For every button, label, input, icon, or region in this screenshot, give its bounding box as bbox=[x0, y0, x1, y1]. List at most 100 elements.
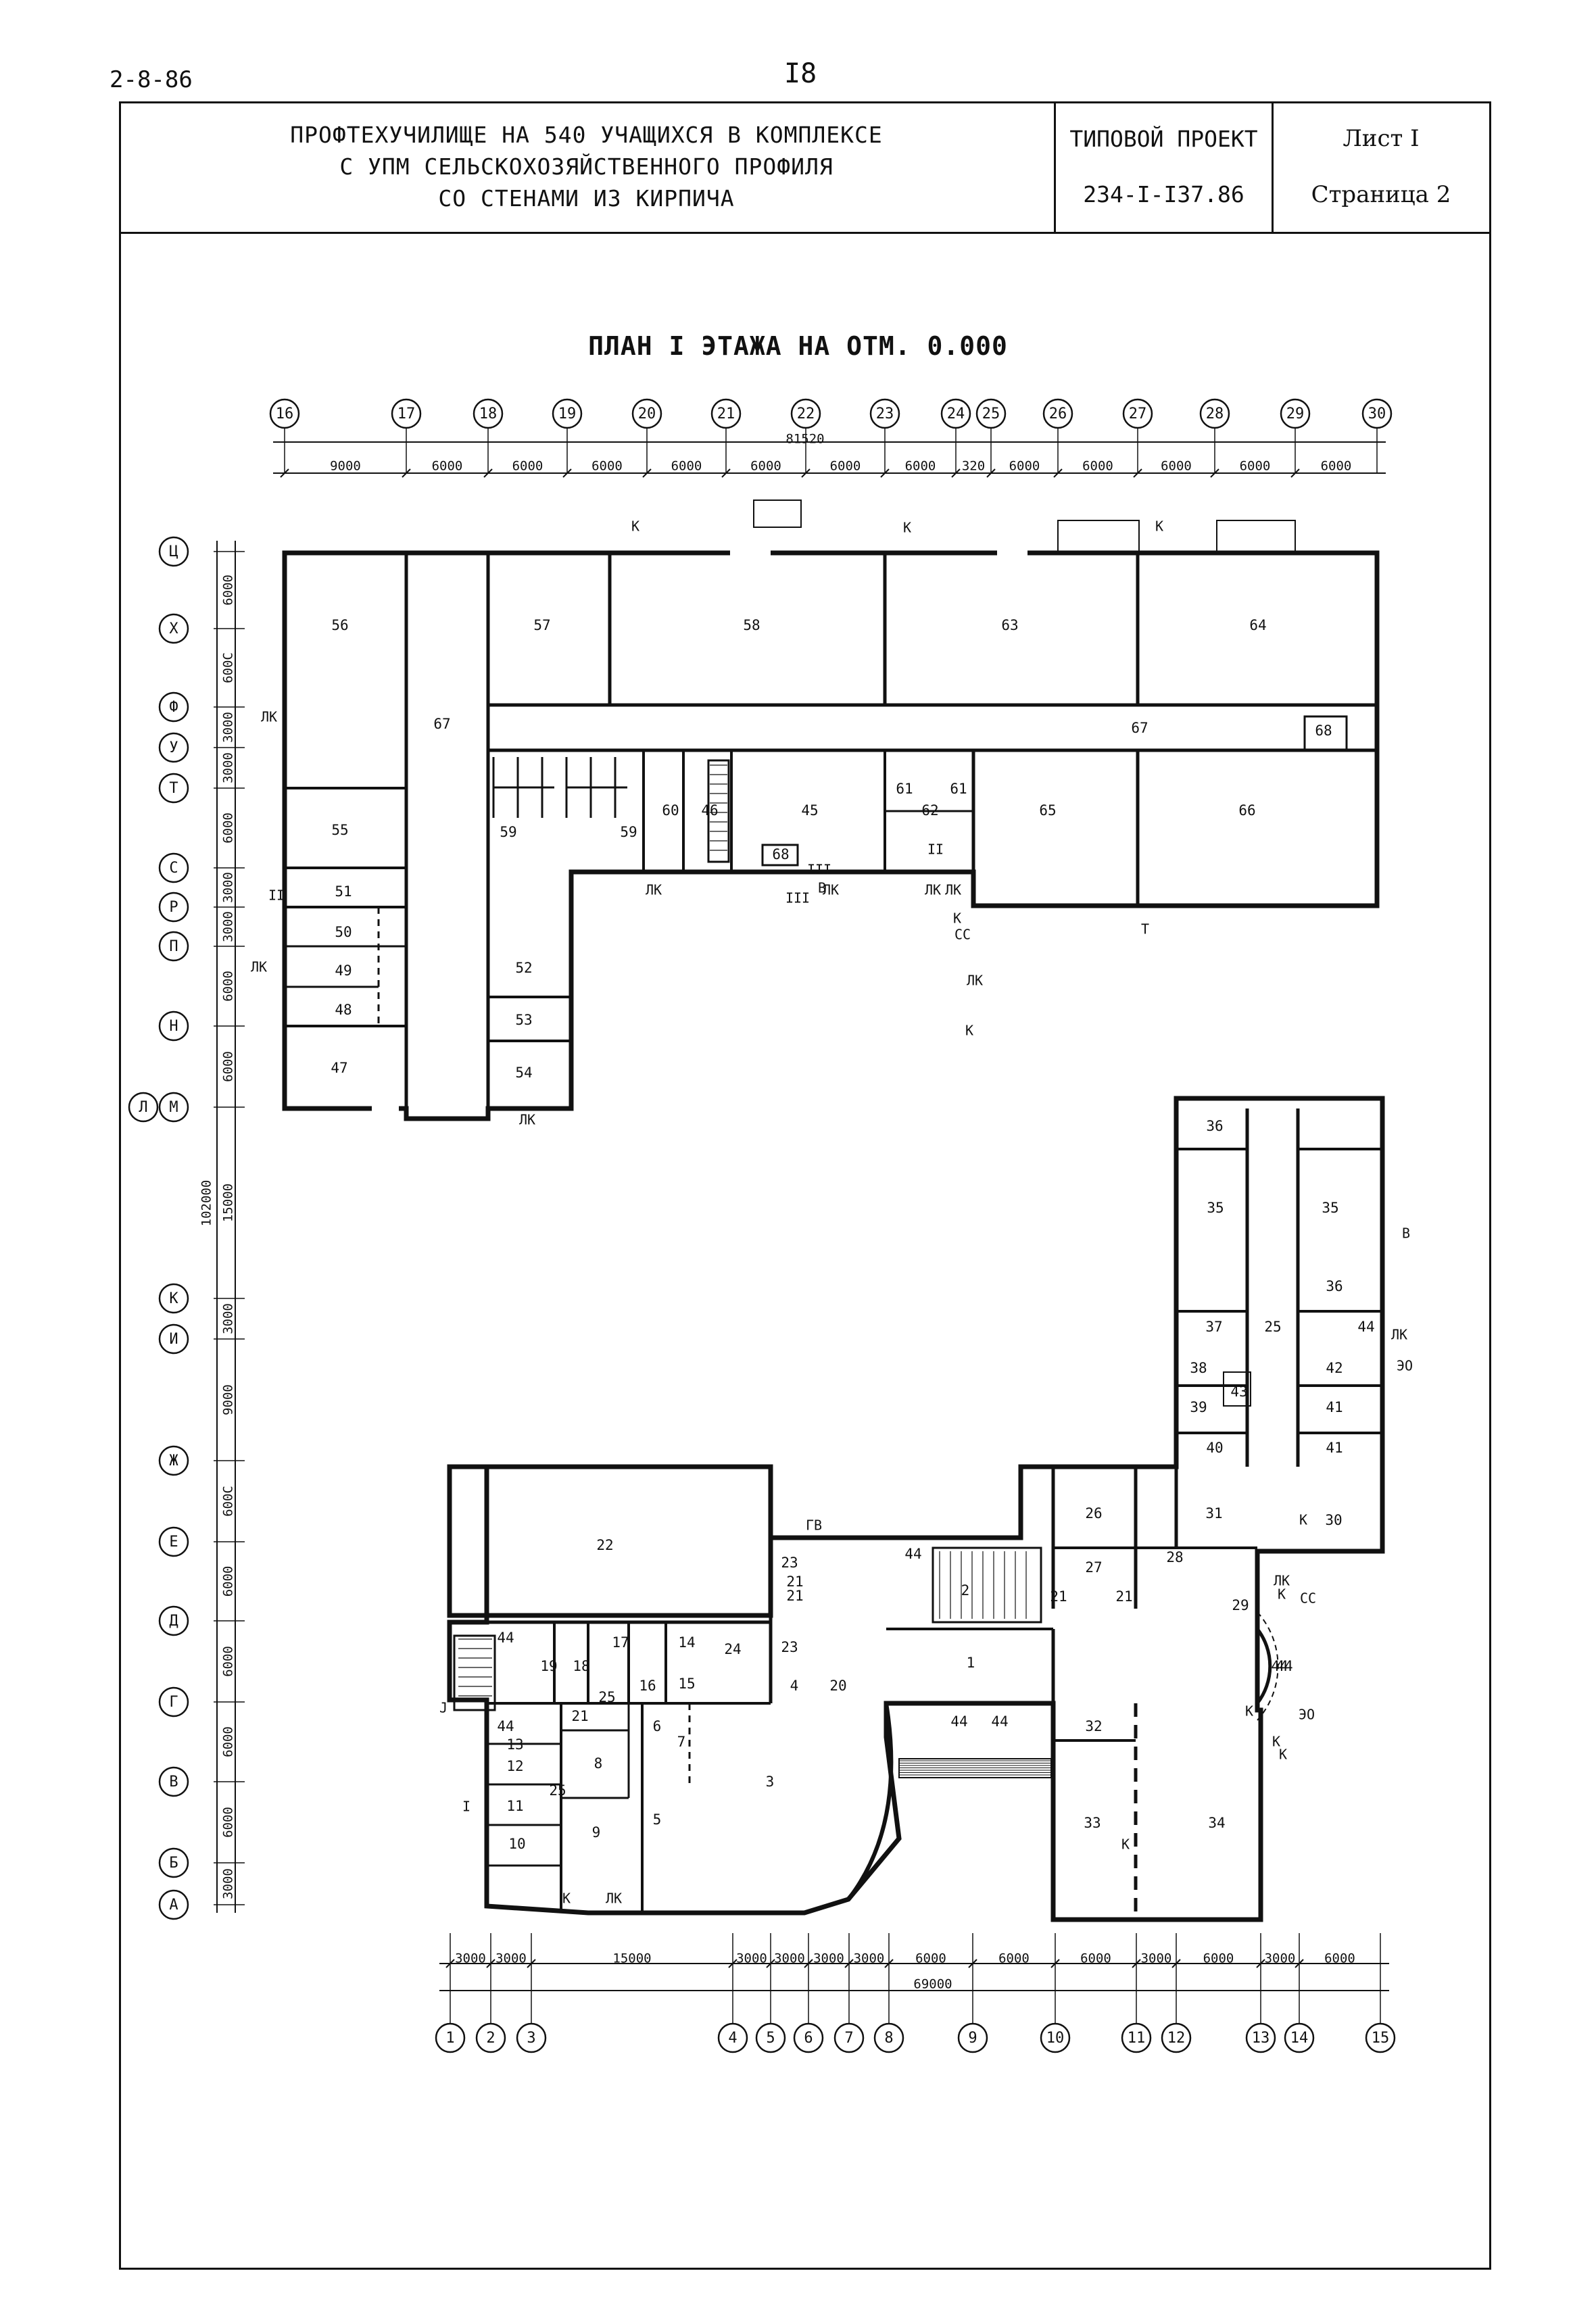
room-number-47: 47 bbox=[331, 1060, 347, 1076]
room-number-7: 7 bbox=[677, 1734, 686, 1750]
top-axis-22: 22 bbox=[797, 406, 815, 422]
room-number-19: 19 bbox=[540, 1658, 557, 1674]
room-number-27: 27 bbox=[1085, 1559, 1102, 1576]
top-axis-26: 26 bbox=[1049, 406, 1067, 422]
project-label: ТИПОВОЙ ПРОЕКТ bbox=[1069, 125, 1258, 152]
room-number-65: 65 bbox=[1039, 802, 1056, 819]
bottom-axis-12: 12 bbox=[1167, 2030, 1186, 2047]
marker-label: II bbox=[268, 887, 285, 904]
top-total-dim: 81520 bbox=[785, 432, 824, 447]
top-axis-21: 21 bbox=[717, 406, 735, 422]
dim-tick bbox=[445, 1959, 455, 1968]
left-axis-Н-circle bbox=[158, 1010, 189, 1042]
left-axis-У: У bbox=[169, 739, 178, 756]
entrance-porch bbox=[1216, 520, 1296, 555]
dim-tick bbox=[844, 1959, 854, 1968]
left-axis-М: М bbox=[169, 1099, 178, 1116]
room-number-24: 24 bbox=[724, 1641, 741, 1657]
room-number-10: 10 bbox=[508, 1836, 525, 1852]
dim-tick bbox=[280, 468, 289, 478]
bottom-axis-7: 7 bbox=[844, 2030, 853, 2047]
top-dim-9: 6000 bbox=[1009, 459, 1040, 474]
left-dim-9: 15000 bbox=[221, 1184, 236, 1222]
left-total-dim: 102000 bbox=[199, 1180, 214, 1227]
marker-label: К bbox=[631, 518, 639, 535]
bottom-total-dim: 69000 bbox=[913, 1977, 952, 1992]
top-axis-23: 23 bbox=[876, 406, 894, 422]
dim-tick bbox=[951, 468, 961, 478]
marker-label: III bbox=[807, 862, 831, 878]
project-number: 234-I-I37.86 bbox=[1083, 181, 1244, 208]
dim-tick bbox=[1132, 1959, 1141, 1968]
marker-label: ЭО bbox=[1299, 1707, 1315, 1723]
room-number-12: 12 bbox=[506, 1758, 523, 1774]
room-number-54: 54 bbox=[515, 1065, 532, 1081]
top-axis-18: 18 bbox=[479, 406, 498, 422]
room-number-18: 18 bbox=[573, 1658, 589, 1674]
left-axis-Л: Л bbox=[139, 1099, 147, 1116]
top-dim-4: 6000 bbox=[671, 459, 702, 474]
left-dim-6: 3000 bbox=[221, 911, 236, 942]
room-number-35: 35 bbox=[1207, 1200, 1224, 1216]
left-dim-2: 3000 bbox=[221, 712, 236, 743]
left-axis-Д-circle bbox=[158, 1605, 189, 1636]
title-block-sheet: Лист I Страница 2 bbox=[1274, 101, 1489, 232]
left-dim-14: 6000 bbox=[221, 1646, 236, 1677]
room-number-50: 50 bbox=[335, 924, 352, 940]
entrance-44-arc bbox=[1256, 1628, 1272, 1705]
top-dim-2: 6000 bbox=[512, 459, 543, 474]
marker-label: К bbox=[965, 1023, 973, 1039]
marker-label: ЛК bbox=[945, 882, 961, 898]
marker-label: ЛК bbox=[261, 709, 277, 725]
sheet-label: Лист I bbox=[1343, 125, 1420, 153]
left-dim-12: 600С bbox=[221, 1486, 236, 1517]
left-axis-К-circle bbox=[158, 1283, 189, 1314]
room-number-33: 33 bbox=[1084, 1815, 1101, 1831]
title-line-3: СО СТЕНАМИ ИЗ КИРПИЧА bbox=[438, 185, 735, 212]
room-number-21: 21 bbox=[571, 1708, 588, 1724]
left-axis-Ж: Ж bbox=[169, 1453, 178, 1469]
room-number-25: 25 bbox=[549, 1782, 566, 1799]
room-number-31: 31 bbox=[1205, 1505, 1222, 1521]
marker-label: Т bbox=[1141, 921, 1149, 937]
left-axis-Е-circle bbox=[158, 1526, 189, 1557]
left-axis-Т: Т bbox=[169, 780, 178, 797]
room-number-49: 49 bbox=[335, 962, 352, 979]
left-axis-Н: Н bbox=[169, 1018, 178, 1035]
room-number-38: 38 bbox=[1190, 1360, 1207, 1376]
bottom-axis-15: 15 bbox=[1372, 2030, 1390, 2047]
room-number-61: 61 bbox=[950, 781, 967, 797]
left-axis-Х-circle bbox=[158, 613, 189, 644]
left-axis-А-circle bbox=[158, 1889, 189, 1920]
room-number-56: 56 bbox=[331, 617, 348, 633]
page-label: Страница 2 bbox=[1311, 180, 1451, 208]
room-number-1: 1 bbox=[967, 1655, 975, 1671]
bottom-axis-14: 14 bbox=[1290, 2030, 1309, 2047]
marker-label: К bbox=[1121, 1836, 1130, 1853]
room-number-21: 21 bbox=[786, 1588, 803, 1604]
top-dim-5: 6000 bbox=[750, 459, 781, 474]
dim-tick bbox=[986, 468, 996, 478]
top-axis-28: 28 bbox=[1206, 406, 1224, 422]
entrance-44-canopy bbox=[1257, 1611, 1279, 1721]
room-number-44: 44 bbox=[991, 1713, 1008, 1730]
left-dim-7: 6000 bbox=[221, 971, 236, 1002]
room-number-6: 6 bbox=[653, 1718, 662, 1734]
left-axis-Д: Д bbox=[169, 1613, 178, 1630]
room-number-48: 48 bbox=[335, 1002, 352, 1018]
marker-label: К bbox=[1245, 1703, 1253, 1720]
room-number-14: 14 bbox=[678, 1634, 695, 1651]
bottom-dim-5: 3000 bbox=[813, 1951, 844, 1966]
left-dim-1: 600С bbox=[221, 652, 236, 683]
dim-tick bbox=[402, 468, 411, 478]
north-wing-outline bbox=[282, 550, 1380, 1121]
room-number-39: 39 bbox=[1190, 1399, 1207, 1415]
dim-tick bbox=[728, 1959, 737, 1968]
left-axis-Ц-circle bbox=[158, 536, 189, 567]
room-number-21: 21 bbox=[1115, 1588, 1132, 1605]
room-number-40: 40 bbox=[1206, 1440, 1223, 1456]
dim-tick bbox=[721, 468, 731, 478]
marker-label: К bbox=[1155, 518, 1163, 535]
room-number-16: 16 bbox=[639, 1678, 656, 1694]
marker-label: II bbox=[927, 842, 944, 858]
